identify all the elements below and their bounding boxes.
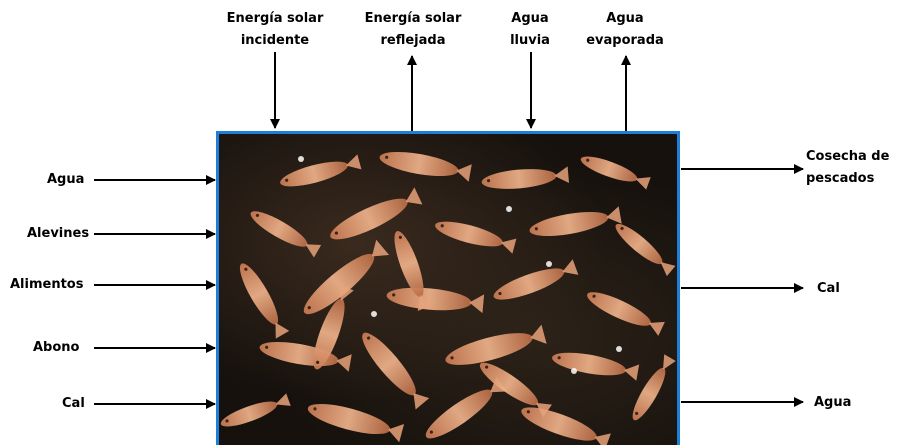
flow-arrows: [0, 0, 897, 445]
